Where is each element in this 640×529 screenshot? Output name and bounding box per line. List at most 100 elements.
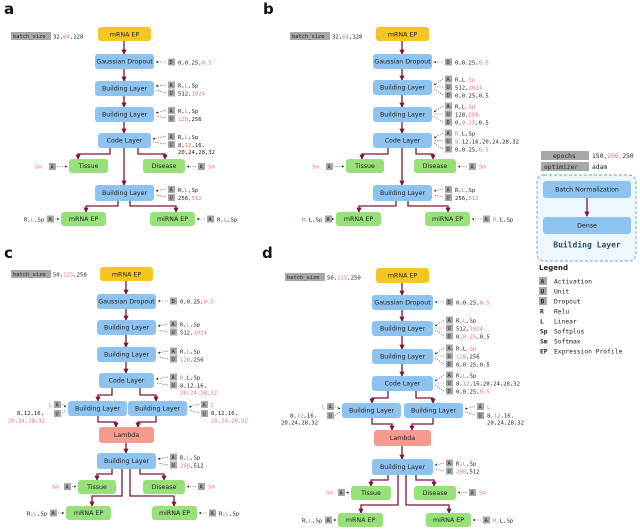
svg-text:20,24,28,32: 20,24,28,32: [211, 419, 248, 425]
panel-d: d batch_size 50,125,250 mRNA EP Gaussian…: [262, 244, 524, 527]
svg-text:0,0.25,0.5: 0,0.25,0.5: [455, 147, 489, 153]
batch-size-tag: [11, 32, 51, 40]
svg-text:0,0.25,0.5: 0,0.25,0.5: [456, 334, 490, 340]
svg-text:R,L,Sp: R,L,Sp: [302, 217, 323, 223]
svg-text:D: D: [448, 362, 451, 368]
building-layer-3-d: Building Layer: [372, 459, 433, 475]
panel-letter-c: c: [4, 244, 13, 262]
legend-text: Softplus: [554, 329, 585, 336]
svg-text:D: D: [172, 299, 175, 305]
svg-text:256,512: 256,512: [178, 195, 202, 201]
legend-key: EP: [540, 349, 548, 356]
batch-size-label: batch_size: [13, 34, 45, 40]
svg-text:Building Layer: Building Layer: [380, 326, 426, 333]
svg-text:0,0.25,0.5: 0,0.25,0.5: [178, 60, 212, 66]
svg-text:A: A: [447, 77, 451, 83]
svg-text:miRNA EP: miRNA EP: [157, 216, 188, 223]
hyperparams: epochs 150,200,250 optimizer adam: [541, 151, 634, 171]
svg-text:U: U: [56, 411, 59, 417]
svg-text:256,512: 256,512: [180, 463, 204, 469]
svg-text:A: A: [327, 217, 331, 223]
svg-text:128,256: 128,256: [455, 112, 479, 118]
tissue-output-d: Tissue: [351, 486, 391, 500]
gaussian-dropout-b: Gaussian Dropout: [373, 54, 432, 69]
svg-text:A: A: [170, 134, 174, 140]
svg-text:20,24,28,32: 20,24,28,32: [180, 391, 217, 397]
svg-text:Building Layer: Building Layer: [102, 190, 148, 197]
svg-text:Code Layer: Code Layer: [385, 138, 421, 145]
svg-text:D: D: [170, 60, 173, 66]
svg-text:A: A: [448, 373, 452, 379]
svg-text:R,L,Sp: R,L,Sp: [455, 187, 476, 193]
svg-text:batch_size: batch_size: [287, 275, 319, 281]
svg-text:Code Layer: Code Layer: [109, 378, 145, 385]
svg-text:batch_size: batch_size: [13, 272, 45, 278]
svg-text:A: A: [485, 518, 489, 524]
svg-text:U: U: [447, 85, 450, 91]
svg-text:A: A: [479, 404, 483, 410]
tissue-output-a: Tissue: [69, 159, 108, 173]
legend-text: Softmax: [554, 339, 581, 346]
svg-text:Dense: Dense: [577, 223, 597, 230]
svg-text:mRNA EP: mRNA EP: [388, 273, 418, 280]
svg-text:8,12,16,: 8,12,16,: [178, 142, 205, 148]
svg-text:mRNA EP: mRNA EP: [388, 32, 418, 39]
svg-text:D: D: [447, 60, 450, 66]
svg-text:Building Layer: Building Layer: [102, 86, 148, 93]
svg-text:Building Layer: Building Layer: [75, 406, 121, 413]
code-layer-c: Code Layer: [99, 373, 154, 388]
svg-text:Sm: Sm: [479, 165, 486, 171]
svg-text:Gaussian Dropout: Gaussian Dropout: [374, 300, 431, 307]
disease-output-c: Disease: [143, 480, 185, 494]
svg-text:mRNA EP: mRNA EP: [69, 216, 99, 223]
legend-key: D: [541, 299, 545, 306]
svg-text:optimizer: optimizer: [544, 164, 578, 171]
lambda-c: Lambda: [99, 427, 154, 443]
svg-text:Sm: Sm: [35, 165, 42, 171]
svg-text:A: A: [66, 484, 70, 490]
svg-text:L: L: [322, 405, 326, 411]
svg-text:R,L,Sp: R,L,Sp: [455, 104, 476, 110]
svg-text:A: A: [447, 131, 451, 137]
mrna-ep-output-b: mRNA EP: [336, 212, 381, 226]
svg-text:L: L: [49, 403, 53, 409]
svg-text:D: D: [447, 93, 450, 99]
building-layer-3-c: Building Layer: [97, 453, 156, 469]
svg-text:A: A: [172, 322, 176, 328]
svg-text:Building Layer: Building Layer: [380, 85, 426, 92]
svg-text:U: U: [170, 142, 173, 148]
svg-text:8,12,16,: 8,12,16,: [290, 413, 317, 419]
svg-text:Gaussian Dropout: Gaussian Dropout: [96, 59, 153, 66]
svg-text:Building Layer: Building Layer: [380, 464, 426, 471]
building-layer-1-b: Building Layer: [373, 80, 432, 95]
svg-text:Gaussian Dropout: Gaussian Dropout: [374, 59, 431, 66]
svg-text:mRNA EP: mRNA EP: [346, 517, 376, 524]
svg-text:0,0.25,0.5: 0,0.25,0.5: [455, 120, 489, 126]
svg-text:Building Layer: Building Layer: [411, 408, 457, 415]
mrna-ep-input-a: mRNA EP: [98, 27, 151, 41]
svg-text:A: A: [172, 375, 176, 381]
legend-key: R: [540, 309, 544, 316]
svg-text:20,24,28,32: 20,24,28,32: [178, 150, 215, 156]
svg-text:512,1024: 512,1024: [455, 85, 483, 91]
legend-key-box: [539, 297, 547, 305]
legend-text: Activation: [554, 279, 592, 286]
svg-text:A: A: [485, 217, 489, 223]
svg-text:R,L,Sp: R,L,Sp: [180, 455, 201, 461]
legend-text: Unit: [554, 289, 569, 296]
svg-text:R,L,Sp: R,L,Sp: [456, 346, 477, 352]
panel-a: a batch_size 32,64,128 mRNA EP Gaussian …: [4, 0, 238, 226]
svg-text:L: L: [487, 405, 491, 411]
svg-text:miRNA EP: miRNA EP: [159, 510, 190, 517]
svg-text:Gaussian Dropout: Gaussian Dropout: [98, 299, 155, 306]
building-layer-right-c: Building Layer: [128, 401, 187, 416]
lambda-d: Lambda: [374, 430, 431, 446]
svg-text:D: D: [448, 334, 451, 340]
svg-text:Legend: Legend: [539, 264, 568, 272]
